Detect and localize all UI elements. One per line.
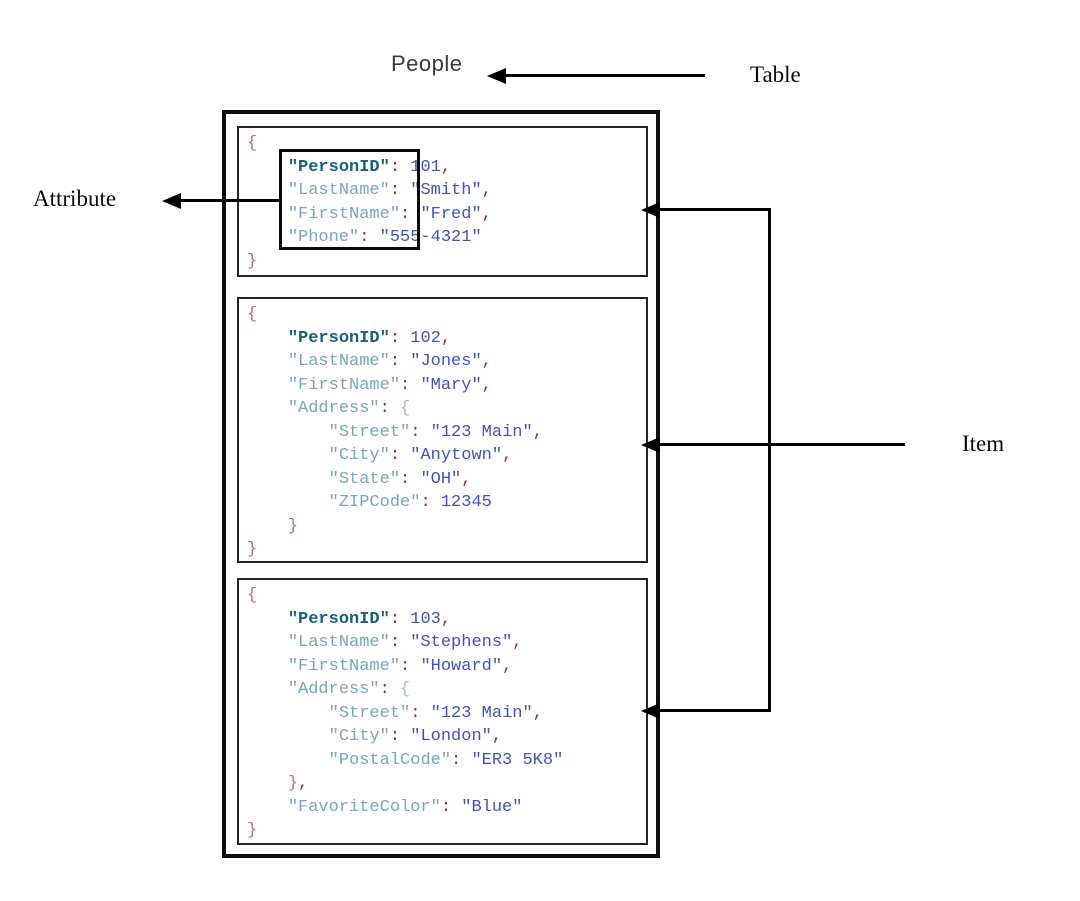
item-box-2: { "PersonID": 102, "LastName": "Jones", …	[237, 297, 648, 563]
item-box-3: { "PersonID": 103, "LastName": "Stephens…	[237, 578, 648, 845]
table-title: People	[391, 51, 463, 76]
table-label: Table	[750, 62, 801, 87]
item-2-code: { "PersonID": 102, "LastName": "Jones", …	[247, 305, 543, 559]
attribute-label: Attribute	[33, 186, 117, 211]
table-arrowhead-icon	[487, 68, 506, 84]
item-1-code: { "PersonID": 101, "LastName": "Smith", …	[247, 134, 492, 271]
attribute-arrow-line	[180, 199, 280, 202]
item-arrowhead-3-icon	[641, 703, 660, 719]
attribute-arrowhead-icon	[162, 193, 181, 209]
item-3-code: { "PersonID": 103, "LastName": "Stephens…	[247, 586, 564, 840]
item-label: Item	[962, 431, 1005, 456]
table-arrow-line	[505, 74, 705, 77]
item-connector-spine	[768, 209, 771, 712]
item-arrowhead-1-icon	[641, 202, 660, 218]
item-arrow-line-2	[659, 443, 905, 446]
item-arrow-line-1	[659, 208, 771, 211]
item-arrowhead-2-icon	[641, 437, 660, 453]
item-box-1: { "PersonID": 101, "LastName": "Smith", …	[237, 126, 648, 277]
item-arrow-line-3	[659, 709, 771, 712]
